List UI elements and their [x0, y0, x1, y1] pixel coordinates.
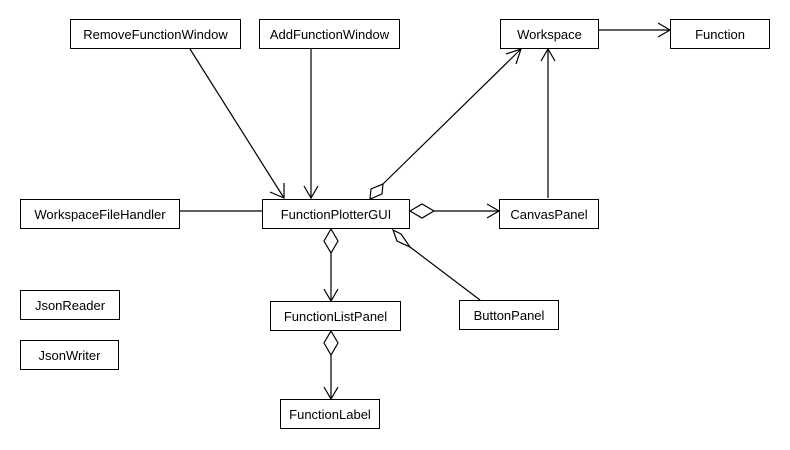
class-remove-function-window: RemoveFunctionWindow — [70, 19, 241, 49]
class-function-plotter-gui: FunctionPlotterGUI — [262, 199, 410, 229]
edge-gui-to-buttonpanel — [409, 246, 481, 301]
class-canvas-panel: CanvasPanel — [499, 199, 599, 229]
edge-gui-buttonpanel-diamond — [391, 228, 412, 249]
class-function-label: FunctionLabel — [280, 399, 380, 429]
edge-gui-canvas-diamond — [408, 203, 436, 219]
edge-canvas-workspace-arrowhead — [540, 47, 556, 62]
class-json-reader: JsonReader — [20, 290, 120, 320]
class-add-function-window: AddFunctionWindow — [259, 19, 400, 49]
edge-remove-window-arrowhead — [269, 183, 285, 199]
class-button-panel: ButtonPanel — [459, 300, 559, 330]
class-function-list-panel: FunctionListPanel — [270, 301, 401, 331]
edge-gui-to-workspace — [382, 48, 522, 185]
edge-workspace-arrowhead — [505, 48, 522, 65]
class-workspace-file-handler: WorkspaceFileHandler — [20, 199, 180, 229]
edge-gui-workspace-diamond — [369, 183, 384, 200]
class-json-writer: JsonWriter — [20, 340, 119, 370]
edge-gui-listpanel-diamond — [323, 227, 339, 255]
edge-listpanel-label-diamond — [323, 329, 339, 357]
edge-remove-window-to-gui — [189, 48, 285, 199]
class-workspace: Workspace — [500, 19, 599, 49]
class-function: Function — [670, 19, 770, 49]
edge-add-window-arrowhead — [303, 185, 319, 200]
